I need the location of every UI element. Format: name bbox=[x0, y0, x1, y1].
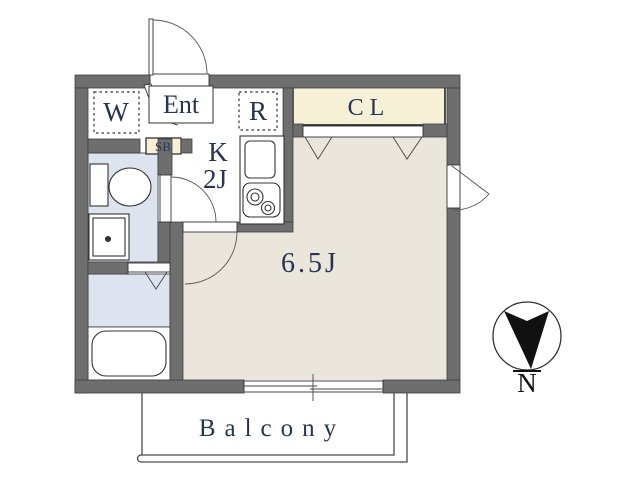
compass: N bbox=[492, 301, 562, 398]
side-door-arc bbox=[451, 165, 490, 211]
label-kitchen: K bbox=[208, 137, 228, 167]
label-shoe-box: SB bbox=[155, 139, 171, 154]
toilet-door-arc bbox=[170, 176, 217, 223]
toilet-bowl-icon bbox=[108, 167, 152, 207]
room-labels: W Ent R CL SB K 2J 6.5J Balcony bbox=[103, 90, 391, 442]
entrance-door-arc bbox=[152, 19, 208, 75]
label-kitchen-size: 2J bbox=[203, 164, 227, 194]
appliance-spaces bbox=[93, 91, 278, 134]
room-door-arc bbox=[184, 231, 238, 285]
closet-door-track bbox=[302, 125, 424, 138]
wall-bath-east bbox=[169, 221, 184, 381]
refrigerator-space-outline bbox=[238, 91, 278, 131]
entrance-hall-box bbox=[148, 85, 214, 124]
wall-top-left bbox=[74, 74, 151, 89]
compass-north-label: N bbox=[517, 368, 537, 398]
stove-burner-large-inner bbox=[250, 192, 260, 202]
washer-space-outline bbox=[93, 91, 140, 134]
stove-burner-small-inner bbox=[264, 204, 272, 212]
toilet-tank bbox=[89, 163, 109, 207]
main-room-floor bbox=[183, 137, 447, 380]
bathtub-icon bbox=[91, 330, 167, 377]
wall-under-washer bbox=[87, 138, 141, 154]
wall-closet-stub-left bbox=[292, 123, 304, 138]
label-closet: CL bbox=[348, 95, 391, 121]
bath-room-floor bbox=[87, 273, 171, 328]
wall-right-upper bbox=[446, 87, 461, 166]
toilet-door-leaf bbox=[159, 174, 172, 223]
label-entrance: Ent bbox=[163, 90, 200, 119]
label-balcony: Balcony bbox=[199, 415, 345, 442]
label-refrigerator-space: R bbox=[249, 96, 267, 126]
bath-door-track bbox=[127, 262, 171, 273]
wall-top-right bbox=[208, 74, 461, 89]
wall-stub-entrance bbox=[180, 138, 193, 154]
side-opening bbox=[446, 164, 461, 209]
balcony-outer-line bbox=[136, 393, 408, 463]
sliding-window bbox=[243, 380, 384, 393]
wall-bottom-left bbox=[74, 379, 245, 394]
wall-left bbox=[74, 87, 89, 394]
label-washer-space: W bbox=[103, 97, 129, 127]
walls bbox=[74, 74, 461, 394]
wall-bottom-right bbox=[382, 379, 461, 394]
wall-closet-stub-right bbox=[422, 123, 448, 138]
entrance-door-leaf bbox=[148, 18, 154, 76]
label-main-room-size: 6.5J bbox=[281, 248, 339, 279]
balcony-inner-line bbox=[141, 393, 395, 456]
closet-folding-door-right bbox=[392, 136, 423, 160]
north-arrow-icon bbox=[504, 311, 549, 369]
vanity-knob bbox=[104, 235, 112, 243]
wall-right-lower bbox=[446, 207, 461, 381]
room-door-leaf bbox=[182, 221, 238, 233]
wall-toilet-south bbox=[87, 261, 129, 275]
bath-folding-door bbox=[144, 271, 168, 290]
closet-folding-door-left bbox=[304, 136, 333, 160]
kitchen-sink bbox=[244, 140, 276, 179]
fixtures bbox=[88, 135, 285, 377]
balcony-outline bbox=[136, 393, 408, 463]
